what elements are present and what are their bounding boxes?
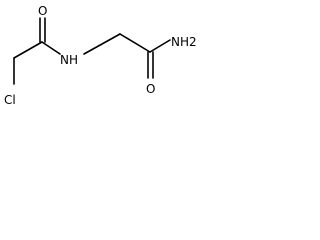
bonds bbox=[13, 17, 171, 85]
molecule-canvas: O NH NH2 O Cl bbox=[0, 0, 204, 116]
structure-diagram: O NH NH2 O Cl bbox=[4, 4, 197, 107]
atom-o-right: O bbox=[146, 82, 155, 96]
bond-nh-ch2 bbox=[83, 33, 121, 55]
atom-o-left: O bbox=[38, 4, 47, 18]
bond-ch2-amide bbox=[119, 33, 151, 53]
bond-ch2-carbonyl-left bbox=[13, 41, 43, 59]
atom-cl: Cl bbox=[4, 93, 16, 107]
atom-nh: NH bbox=[60, 53, 78, 67]
bond-amide-nh2 bbox=[149, 39, 171, 53]
bond-carbonyl-nh bbox=[41, 41, 61, 55]
atom-nh2: NH2 bbox=[171, 35, 197, 49]
atom-labels: O NH NH2 O Cl bbox=[4, 4, 197, 107]
